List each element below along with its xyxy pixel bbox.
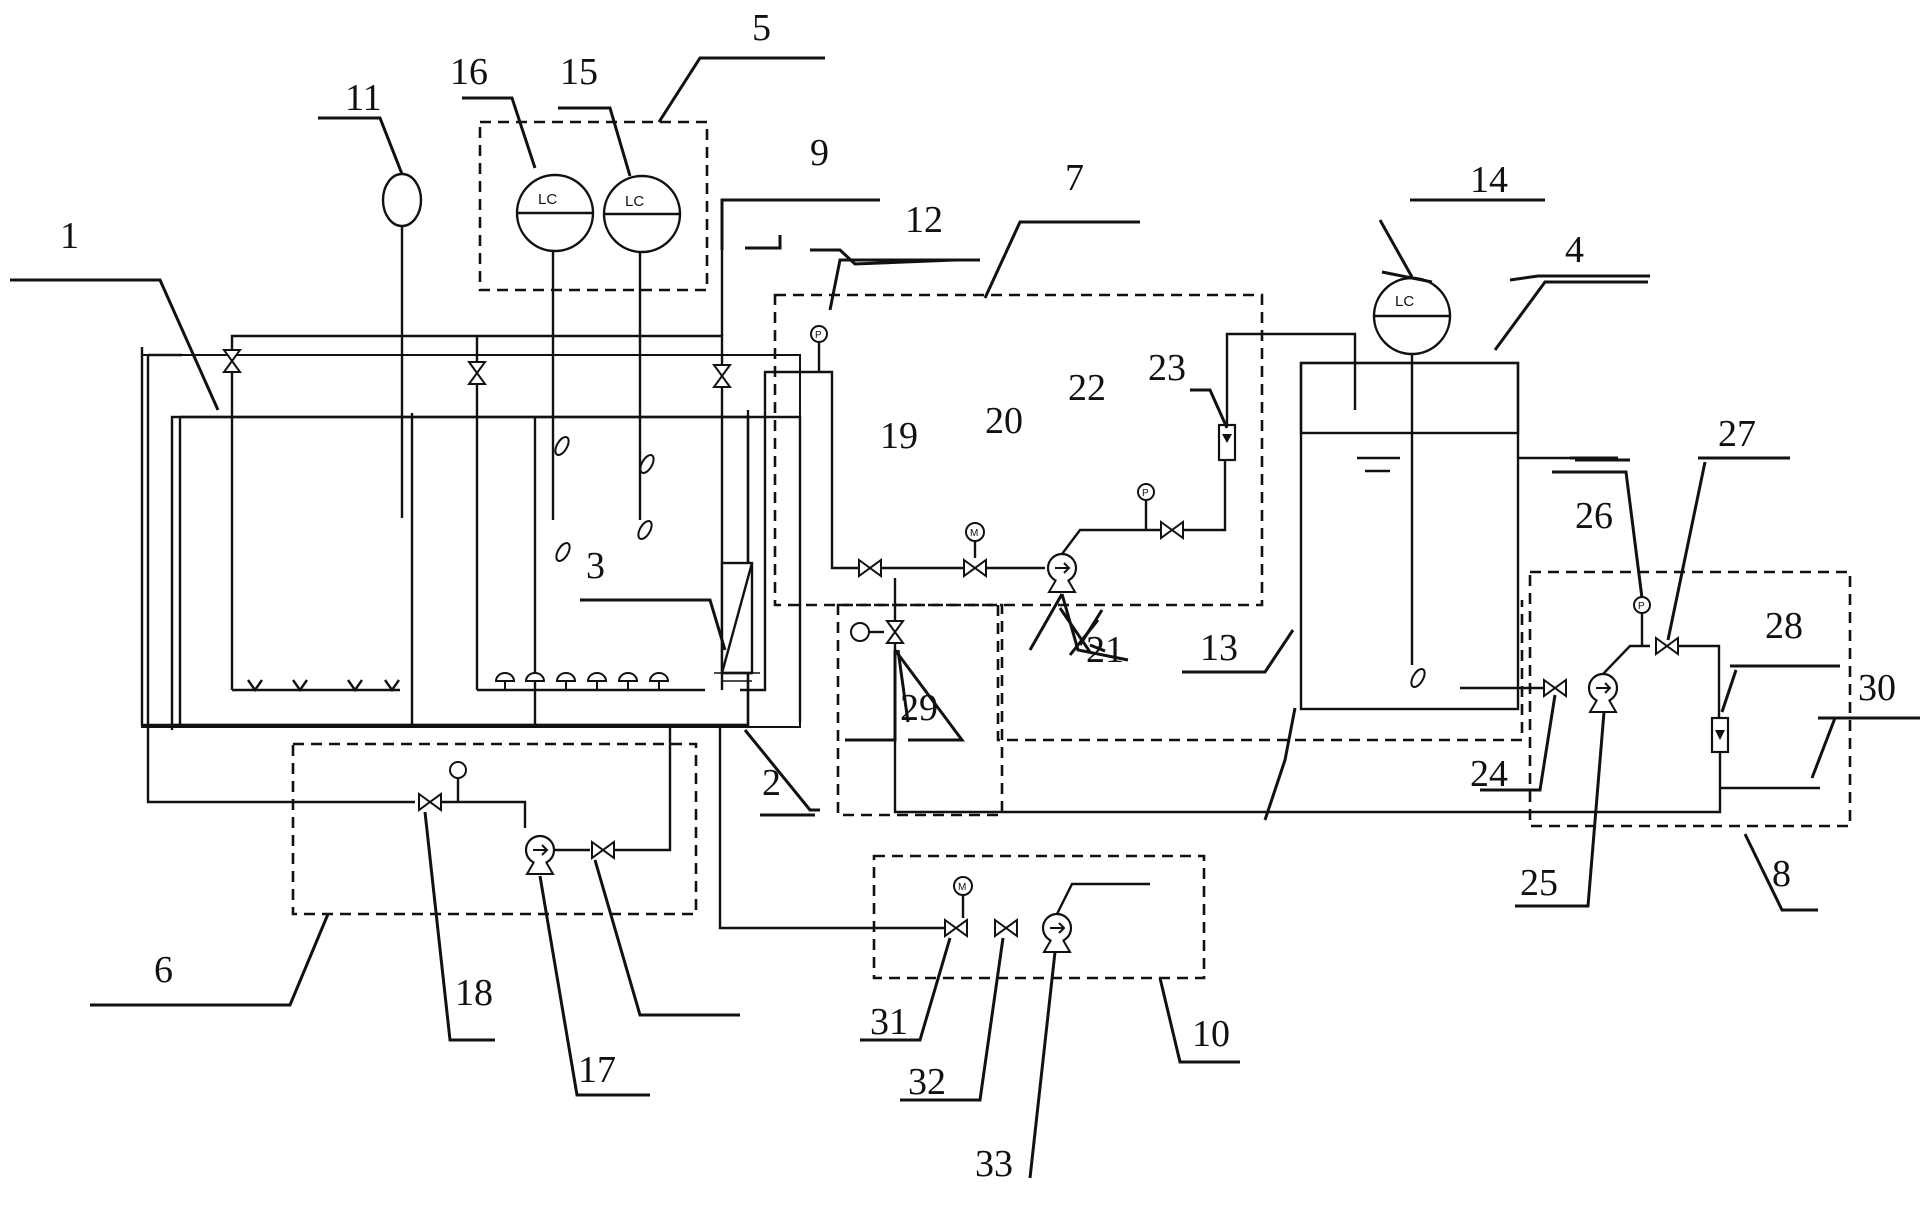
gauge-29: [850, 622, 870, 642]
air-valve-2[interactable]: [468, 361, 486, 385]
valve-20[interactable]: [963, 559, 987, 577]
diffusers-zone-2: [495, 672, 669, 691]
label-10: 10: [1192, 1013, 1230, 1055]
label-23: 23: [1148, 347, 1186, 389]
pump-17[interactable]: [524, 834, 556, 876]
motor-20: [965, 522, 985, 542]
dashed-link-7-8: [996, 600, 1524, 742]
label-4: 4: [1565, 229, 1584, 271]
level-controller-14: LC: [1372, 276, 1452, 691]
level-controller-15: LC: [602, 174, 682, 543]
label-31: 31: [870, 1001, 908, 1043]
valve-18[interactable]: [418, 793, 442, 811]
label-12: 12: [905, 199, 943, 241]
label-14: 14: [1470, 159, 1508, 201]
control-box-5: [478, 120, 709, 292]
valve-17[interactable]: [591, 841, 615, 859]
motor-31: [953, 876, 973, 896]
svg-text:M: M: [958, 882, 966, 893]
svg-text:LC: LC: [538, 191, 557, 208]
label-22: 22: [1068, 367, 1106, 409]
label-32: 32: [908, 1061, 946, 1103]
permeate-box-7: [773, 293, 1264, 607]
label-26: 26: [1575, 495, 1613, 537]
label-30: 30: [1858, 667, 1896, 709]
valve-31[interactable]: [944, 919, 968, 937]
label-2: 2: [762, 762, 781, 804]
label-13: 13: [1200, 627, 1238, 669]
label-5: 5: [752, 7, 771, 49]
valve-24[interactable]: [1543, 679, 1567, 697]
svg-text:P: P: [1638, 601, 1645, 612]
label-25: 25: [1520, 862, 1558, 904]
pump-25[interactable]: [1587, 672, 1619, 714]
pressure-gauge-12: [810, 325, 828, 343]
label-19: 19: [880, 415, 918, 457]
label-18: 18: [455, 972, 493, 1014]
label-11: 11: [345, 77, 382, 119]
gauge-18: [449, 761, 467, 779]
svg-text:P: P: [1142, 488, 1149, 499]
valve-32[interactable]: [994, 919, 1018, 937]
return-pipe-left: [146, 355, 415, 804]
label-6: 6: [154, 949, 173, 991]
instrument-11: [381, 172, 423, 228]
label-24: 24: [1470, 753, 1508, 795]
pressure-gauge-22: [1137, 483, 1155, 501]
valve-29[interactable]: [886, 620, 904, 644]
reactor-outer-wall: [141, 354, 801, 728]
label-7: 7: [1065, 157, 1084, 199]
label-29: 29: [900, 687, 938, 729]
label-20: 20: [985, 400, 1023, 442]
label-17: 17: [578, 1049, 616, 1091]
main-reactor-tank: [140, 347, 802, 730]
svg-text:P: P: [815, 330, 822, 341]
svg-text:M: M: [970, 528, 978, 539]
spargers-zone-1: [247, 679, 400, 693]
label-1: 1: [60, 215, 79, 257]
valve-22[interactable]: [1160, 521, 1184, 539]
backwash-box-9: [836, 603, 1004, 817]
level-controller-16: LC: [515, 173, 595, 565]
air-valve-3[interactable]: [713, 364, 731, 388]
return-box-6: [291, 742, 698, 916]
label-8: 8: [1772, 853, 1791, 895]
dosing-box-10: [872, 854, 1206, 980]
label-15: 15: [560, 51, 598, 93]
pump-21[interactable]: [1046, 552, 1078, 594]
valve-19[interactable]: [858, 559, 882, 577]
tank-4: [1299, 361, 1615, 711]
valve-27[interactable]: [1655, 637, 1679, 655]
label-33: 33: [975, 1143, 1013, 1185]
air-valve-1[interactable]: [223, 349, 241, 373]
label-27: 27: [1718, 413, 1756, 455]
label-9: 9: [810, 132, 829, 174]
svg-text:LC: LC: [625, 193, 644, 210]
label-16: 16: [450, 51, 488, 93]
label-28: 28: [1765, 605, 1803, 647]
leader-lines: [10, 56, 1920, 1179]
number-labels: 1 2 3 4 5 6 7 8 9 10 11 12 13 14 15 16 1…: [60, 7, 1896, 1185]
svg-text:LC: LC: [1395, 293, 1414, 310]
pump-33[interactable]: [1041, 912, 1073, 954]
label-3: 3: [586, 545, 605, 587]
label-21: 21: [1086, 629, 1124, 671]
